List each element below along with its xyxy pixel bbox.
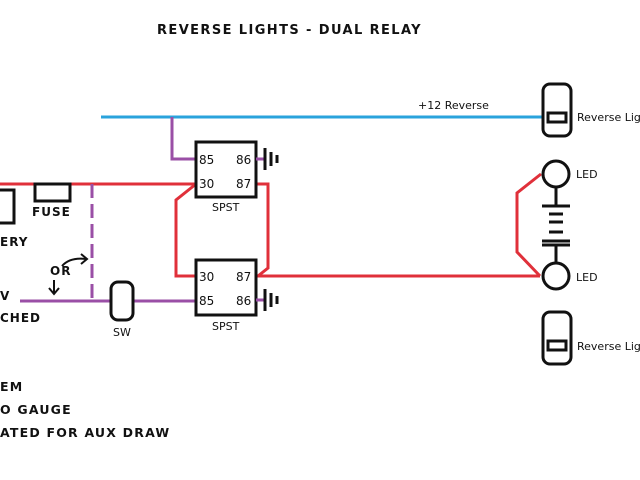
ground-icon <box>263 289 279 311</box>
reverse-light-bottom-label: Reverse Lig <box>577 340 640 353</box>
relay-bottom-pin-85: 85 <box>199 294 214 308</box>
relay-top-pin-87: 87 <box>236 177 251 191</box>
battery-label: ERY <box>0 235 28 249</box>
note-line-2: O GAUGE <box>0 402 72 417</box>
relay-bottom: 30 87 85 86 SPST <box>194 258 258 333</box>
relay-bottom-pin-30: 30 <box>199 270 214 284</box>
or-label: OR <box>50 264 71 278</box>
switched-label-line1: V <box>0 289 10 303</box>
relay-bottom-pin-86: 86 <box>236 294 251 308</box>
note-line-3: ATED FOR AUX DRAW <box>0 425 170 440</box>
reverse-light-bottom <box>541 310 573 366</box>
ground-icon <box>263 148 279 170</box>
led-loop-wire <box>515 172 542 278</box>
or-arrow-right-icon <box>61 257 87 267</box>
relay-87-link-wire <box>256 182 270 278</box>
battery-cell-icon <box>542 187 570 263</box>
relay-30-link-wire <box>174 182 197 278</box>
relay-top-pin-85: 85 <box>199 153 214 167</box>
relay-top-pin-86: 86 <box>236 153 251 167</box>
reverse-light-top <box>541 82 573 138</box>
switch-label: SW <box>113 326 131 339</box>
led-bottom-label: LED <box>576 271 598 284</box>
led-bottom <box>541 261 571 291</box>
relay-top-trigger-wire <box>170 117 196 161</box>
reverse-light-top-label: Reverse Lig <box>577 111 640 124</box>
note-line-1: EM <box>0 379 23 394</box>
switched-label-line2: CHED <box>0 311 41 325</box>
battery-box <box>0 188 16 225</box>
fuse <box>33 182 72 203</box>
or-arrow-down-head <box>48 287 60 296</box>
relay-top-pin-30: 30 <box>199 177 214 191</box>
led-top-label: LED <box>576 168 598 181</box>
diagram-title: REVERSE LIGHTS - DUAL RELAY <box>157 23 422 38</box>
plus12-reverse-label: +12 Reverse <box>418 99 489 112</box>
fuse-label: FUSE <box>32 205 71 219</box>
relay-bottom-type: SPST <box>212 320 240 333</box>
relay-top-type: SPST <box>212 201 240 214</box>
relay-bottom-pin-87: 87 <box>236 270 251 284</box>
switch <box>109 280 135 322</box>
or-arrow-right-head <box>80 253 89 265</box>
led-top <box>541 159 571 189</box>
relay-top: 85 86 30 87 SPST <box>194 140 258 214</box>
